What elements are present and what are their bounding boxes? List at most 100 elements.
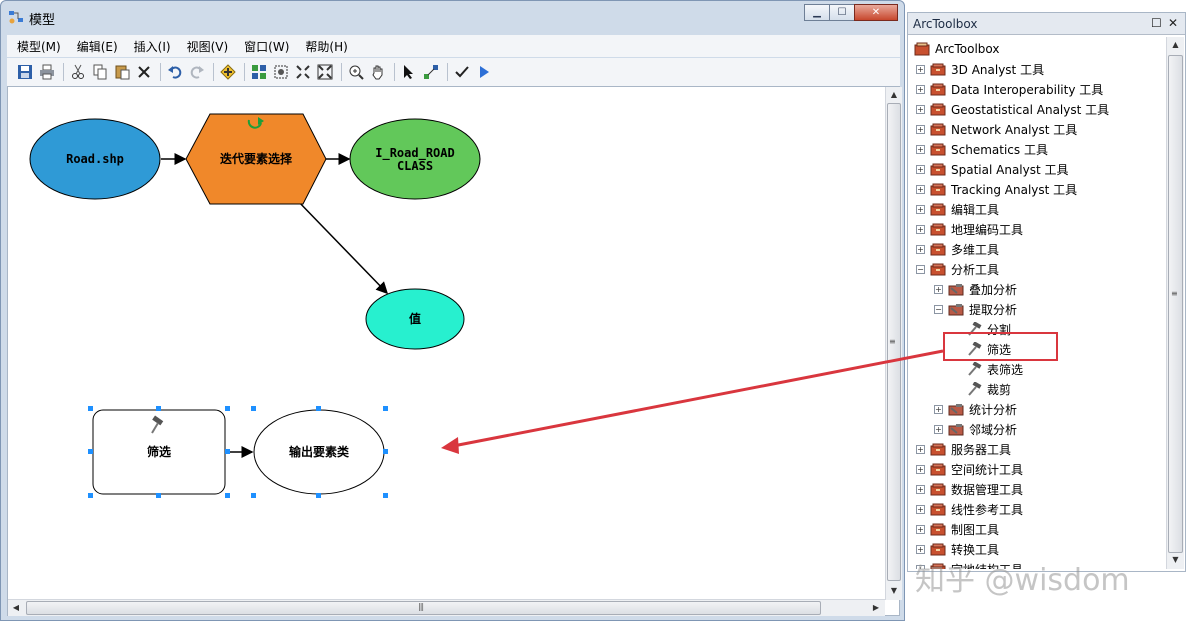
close-button[interactable]: ✕ bbox=[854, 4, 898, 21]
delete-icon[interactable] bbox=[134, 62, 154, 82]
tree-item[interactable]: +空间统计工具 bbox=[916, 459, 1023, 479]
expand-icon[interactable]: + bbox=[916, 484, 925, 494]
print-icon[interactable] bbox=[37, 62, 57, 82]
tree-item[interactable]: +Spatial Analyst 工具 bbox=[916, 159, 1069, 179]
expand-icon[interactable]: + bbox=[916, 124, 925, 134]
fixed-zoom-in-icon[interactable] bbox=[293, 62, 313, 82]
add-data-icon[interactable] bbox=[218, 62, 238, 82]
node-tool-select[interactable]: 筛选 bbox=[92, 409, 226, 495]
tree-item[interactable]: +转换工具 bbox=[916, 539, 999, 559]
menu-help[interactable]: 帮助(H) bbox=[305, 39, 348, 54]
minimize-button[interactable]: ▁ bbox=[804, 4, 830, 21]
scroll-right-arrow-icon[interactable]: ▶ bbox=[872, 603, 880, 612]
expand-icon[interactable]: + bbox=[916, 464, 925, 474]
pan-icon[interactable] bbox=[368, 62, 388, 82]
scroll-up-arrow-icon[interactable]: ▲ bbox=[890, 90, 898, 99]
copy-icon[interactable] bbox=[90, 62, 110, 82]
scroll-up-arrow-icon[interactable]: ▲ bbox=[1172, 40, 1179, 49]
toolbox-icon bbox=[930, 502, 946, 516]
tree-item[interactable]: +编辑工具 bbox=[916, 199, 999, 219]
menu-window[interactable]: 窗口(W) bbox=[244, 39, 290, 54]
expand-icon[interactable]: + bbox=[916, 64, 925, 74]
node-iterator[interactable]: 迭代要素选择 bbox=[185, 113, 327, 205]
expand-icon[interactable]: + bbox=[916, 544, 925, 554]
expand-icon[interactable]: + bbox=[934, 284, 943, 294]
tree-item[interactable]: +Network Analyst 工具 bbox=[916, 119, 1077, 139]
collapse-icon[interactable]: − bbox=[916, 264, 925, 274]
tree-item[interactable]: +3D Analyst 工具 bbox=[916, 59, 1044, 79]
node-output-fc[interactable]: 输出要素类 bbox=[253, 409, 385, 495]
expand-icon[interactable]: + bbox=[916, 84, 925, 94]
scroll-left-arrow-icon[interactable]: ◀ bbox=[12, 603, 20, 612]
canvas-horizontal-scrollbar[interactable]: ◀ ||| ▶ bbox=[8, 599, 885, 616]
auto-layout-icon[interactable] bbox=[249, 62, 269, 82]
tree-item[interactable]: +多维工具 bbox=[916, 239, 999, 259]
tree-item[interactable]: +Schematics 工具 bbox=[916, 139, 1048, 159]
menu-view[interactable]: 视图(V) bbox=[186, 39, 229, 54]
expand-icon[interactable]: + bbox=[916, 444, 925, 454]
tree-root[interactable]: ArcToolbox bbox=[914, 39, 999, 59]
cut-icon[interactable] bbox=[68, 62, 88, 82]
menu-edit[interactable]: 编辑(E) bbox=[76, 39, 118, 54]
expand-icon[interactable]: + bbox=[916, 564, 925, 569]
select-icon[interactable] bbox=[399, 62, 419, 82]
expand-icon[interactable]: + bbox=[916, 204, 925, 214]
title-bar[interactable]: 模型 ▁ ☐ ✕ bbox=[1, 1, 904, 33]
full-extent-icon[interactable] bbox=[271, 62, 291, 82]
expand-icon[interactable]: + bbox=[934, 424, 943, 434]
tree-item[interactable]: +Tracking Analyst 工具 bbox=[916, 179, 1077, 199]
tree-item[interactable]: +服务器工具 bbox=[916, 439, 1011, 459]
tree-item[interactable]: +Data Interoperability 工具 bbox=[916, 79, 1103, 99]
tree-item[interactable]: +宗地结构工具 bbox=[916, 559, 1023, 569]
expand-icon[interactable]: + bbox=[916, 244, 925, 254]
redo-icon[interactable] bbox=[187, 62, 207, 82]
scroll-down-arrow-icon[interactable]: ▼ bbox=[890, 586, 898, 595]
tree-item[interactable]: +数据管理工具 bbox=[916, 479, 1023, 499]
expand-icon[interactable]: + bbox=[916, 164, 925, 174]
vertical-scroll-thumb[interactable] bbox=[887, 103, 901, 581]
tree-item[interactable]: 筛选 bbox=[952, 339, 1011, 359]
save-icon[interactable] bbox=[15, 62, 35, 82]
node-value[interactable]: 值 bbox=[365, 288, 465, 350]
expand-icon[interactable]: + bbox=[916, 144, 925, 154]
collapse-icon[interactable]: − bbox=[934, 304, 943, 314]
tree-item[interactable]: +制图工具 bbox=[916, 519, 999, 539]
connect-icon[interactable] bbox=[421, 62, 441, 82]
tree-item[interactable]: +叠加分析 bbox=[934, 279, 1017, 299]
model-canvas[interactable]: Road.shp 迭代要素选择 I_Road_ROAD CLASS 值 bbox=[7, 86, 902, 616]
expand-icon[interactable]: + bbox=[934, 404, 943, 414]
menu-insert[interactable]: 插入(I) bbox=[133, 39, 171, 54]
canvas-vertical-scrollbar[interactable]: ▲ ≡ ▼ bbox=[885, 87, 902, 600]
expand-icon[interactable]: + bbox=[916, 104, 925, 114]
undo-icon[interactable] bbox=[165, 62, 185, 82]
zoom-in-icon[interactable] bbox=[346, 62, 366, 82]
tree-item[interactable]: +Geostatistical Analyst 工具 bbox=[916, 99, 1109, 119]
expand-icon[interactable]: + bbox=[916, 184, 925, 194]
maximize-button[interactable]: ☐ bbox=[829, 4, 855, 21]
run-icon[interactable] bbox=[474, 62, 494, 82]
float-pane-icon[interactable]: ☐ bbox=[1151, 16, 1162, 30]
horizontal-scroll-thumb[interactable] bbox=[26, 601, 821, 615]
scroll-down-arrow-icon[interactable]: ▼ bbox=[1172, 555, 1179, 564]
node-iter-output[interactable]: I_Road_ROAD CLASS bbox=[349, 118, 481, 200]
paste-icon[interactable] bbox=[112, 62, 132, 82]
tree-item[interactable]: +地理编码工具 bbox=[916, 219, 1023, 239]
tree-item[interactable]: +邻域分析 bbox=[934, 419, 1017, 439]
toolbox-icon bbox=[930, 462, 946, 476]
close-pane-icon[interactable]: ✕ bbox=[1168, 16, 1179, 30]
fixed-zoom-out-icon[interactable] bbox=[315, 62, 335, 82]
expand-icon[interactable]: + bbox=[916, 524, 925, 534]
menu-model[interactable]: 模型(M) bbox=[17, 39, 61, 54]
node-road-shp[interactable]: Road.shp bbox=[29, 118, 161, 200]
expand-icon[interactable]: + bbox=[916, 504, 925, 514]
tree-item[interactable]: 表筛选 bbox=[952, 359, 1023, 379]
tree-item[interactable]: −提取分析 bbox=[934, 299, 1017, 319]
tree-item[interactable]: +统计分析 bbox=[934, 399, 1017, 419]
tree-item[interactable]: +线性参考工具 bbox=[916, 499, 1023, 519]
toolbox-vertical-scrollbar[interactable]: ▲ ≡ ▼ bbox=[1166, 37, 1184, 569]
validate-icon[interactable] bbox=[452, 62, 472, 82]
tree-item[interactable]: 裁剪 bbox=[952, 379, 1011, 399]
tree-item[interactable]: −分析工具 bbox=[916, 259, 999, 279]
toolbox-scroll-thumb[interactable] bbox=[1168, 55, 1183, 553]
expand-icon[interactable]: + bbox=[916, 224, 925, 234]
